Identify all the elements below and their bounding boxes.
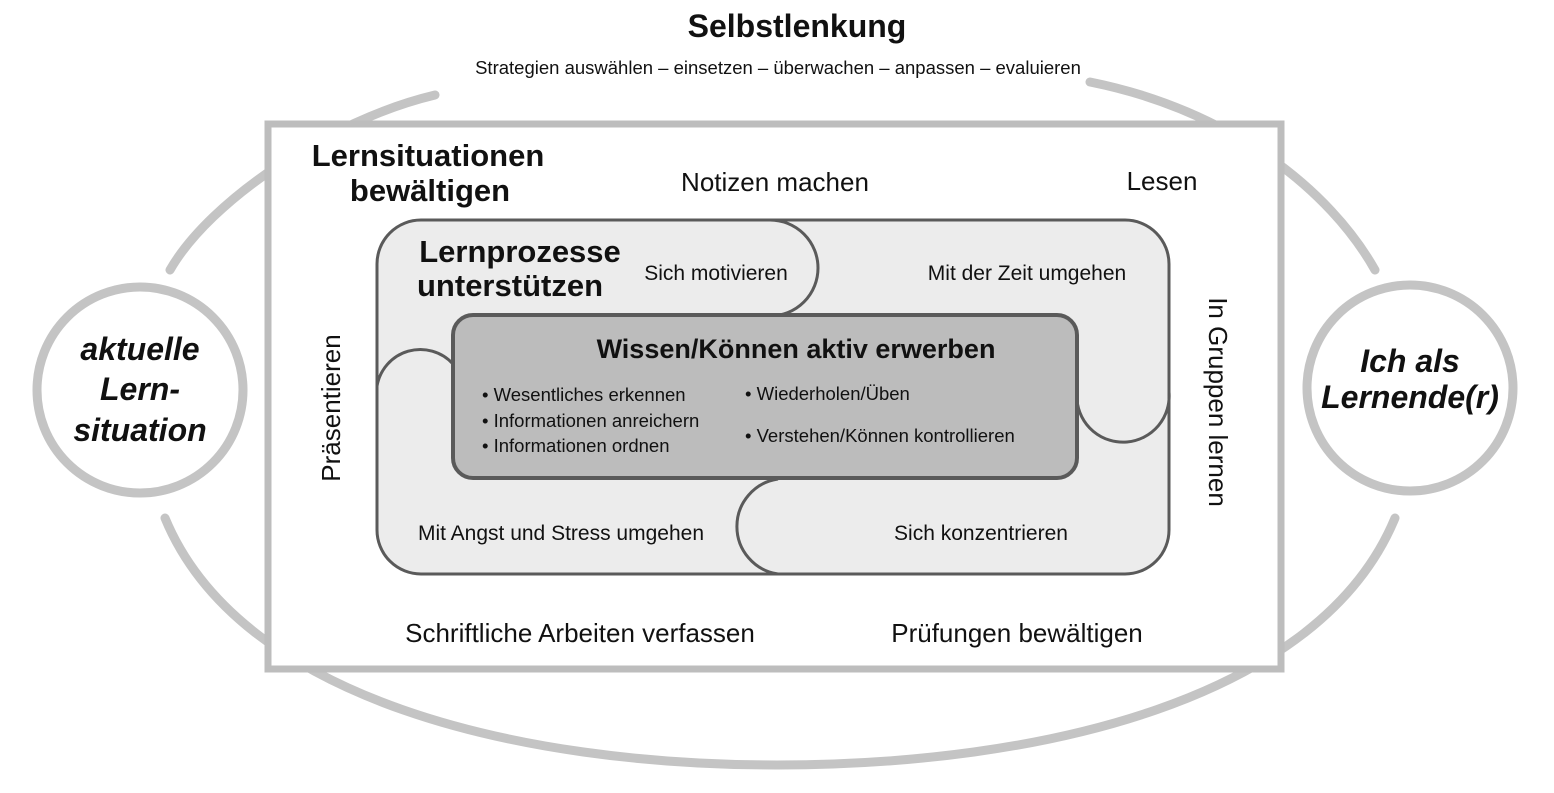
motivation-lobe (769, 218, 820, 318)
item-praesentieren: Präsentieren (316, 334, 346, 481)
left-lobe (375, 348, 455, 387)
bullet-wesentliches: • Wesentliches erkennen (482, 384, 686, 405)
core-title: Wissen/Können aktiv erwerben (597, 334, 996, 364)
right-circle-line-1: Ich als (1360, 343, 1460, 379)
lernsituationen-title-line-2: bewältigen (350, 173, 510, 208)
right-circle-learner: Ich als Lernende(r) (1302, 280, 1518, 496)
bullet-anreichern: • Informationen anreichern (482, 410, 699, 431)
bullet-wiederholen: • Wiederholen/Üben (745, 383, 910, 404)
right-lobe (1075, 391, 1171, 444)
item-schriftliche-arbeiten: Schriftliche Arbeiten verfassen (405, 618, 755, 648)
item-angst-und-stress: Mit Angst und Stress umgehen (418, 522, 704, 545)
wissen-koennen-box: Wissen/Können aktiv erwerben • Wesentlic… (451, 313, 1079, 480)
item-pruefungen: Prüfungen bewältigen (891, 618, 1143, 648)
left-circle-current-situation: aktuelle Lern- situation (32, 282, 248, 498)
left-circle-line-1: aktuelle (80, 331, 199, 367)
lernprozesse-title-line-1: Lernprozesse (419, 234, 621, 269)
lernprozesse-title-line-2: unterstützen (417, 268, 603, 303)
item-mit-der-zeit-umgehen: Mit der Zeit umgehen (928, 262, 1126, 285)
item-in-gruppen-lernen: In Gruppen lernen (1203, 297, 1233, 507)
left-circle-line-3: situation (73, 412, 206, 448)
item-notizen-machen: Notizen machen (681, 167, 869, 197)
left-circle-line-2: Lern- (100, 371, 180, 407)
bullet-ordnen: • Informationen ordnen (482, 435, 669, 456)
diagram-title: Selbstlenkung (688, 8, 907, 44)
item-sich-konzentrieren: Sich konzentrieren (894, 522, 1068, 545)
bullet-verstehen: • Verstehen/Können kontrollieren (745, 425, 1015, 446)
item-sich-motivieren: Sich motivieren (644, 262, 788, 285)
item-lesen: Lesen (1127, 166, 1198, 196)
strategy-steps: Strategien auswählen – einsetzen – überw… (475, 57, 1081, 78)
concentration-lobe (735, 477, 779, 576)
right-circle-line-2: Lernende(r) (1321, 379, 1499, 415)
lernsituationen-title-line-1: Lernsituationen (312, 138, 545, 173)
